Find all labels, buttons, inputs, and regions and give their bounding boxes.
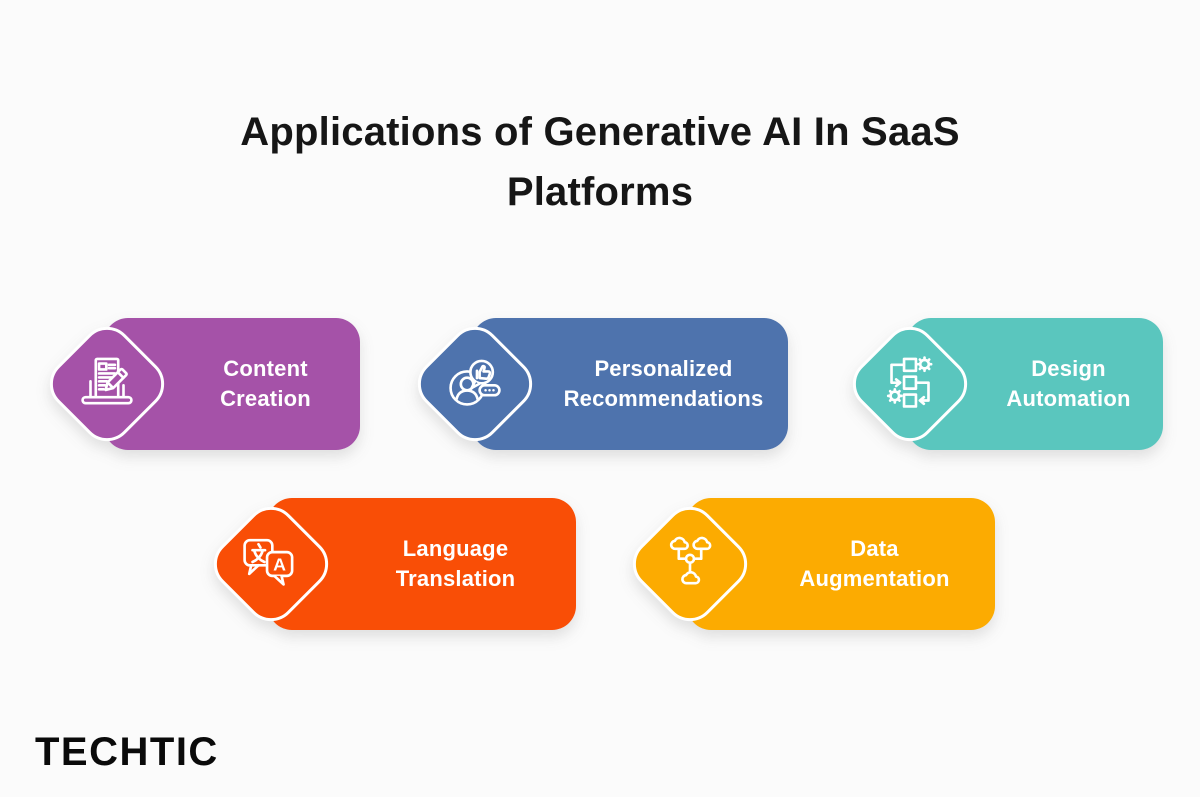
card-label: Design Automation xyxy=(1006,356,1131,411)
card-language-translation: A Language Translation xyxy=(203,496,576,632)
laptop-document-pencil-icon xyxy=(74,351,140,417)
card-label: Content Creation xyxy=(220,356,311,411)
card-data-augmentation: Data Augmentation xyxy=(622,496,995,632)
workflow-squares-gears-icon xyxy=(877,351,943,417)
svg-text:A: A xyxy=(273,555,286,575)
card-content-creation: Content Creation xyxy=(39,316,360,452)
card-label: Data Augmentation xyxy=(799,536,950,591)
cloud-network-icon xyxy=(657,531,723,597)
card-label: Language Translation xyxy=(395,536,516,591)
translation-speech-bubbles-icon: A xyxy=(238,531,304,597)
card-design-automation: Design Automation xyxy=(842,316,1163,452)
card-personalized-recommendations: Personalized Recommendations xyxy=(407,316,788,452)
user-thumbs-up-bubble-icon xyxy=(442,351,508,417)
techtic-logo: TECHTIC xyxy=(35,730,219,774)
card-label: Personalized Recommendations xyxy=(563,356,764,411)
page-title: Applications of Generative AI In SaaS Pl… xyxy=(240,110,960,214)
